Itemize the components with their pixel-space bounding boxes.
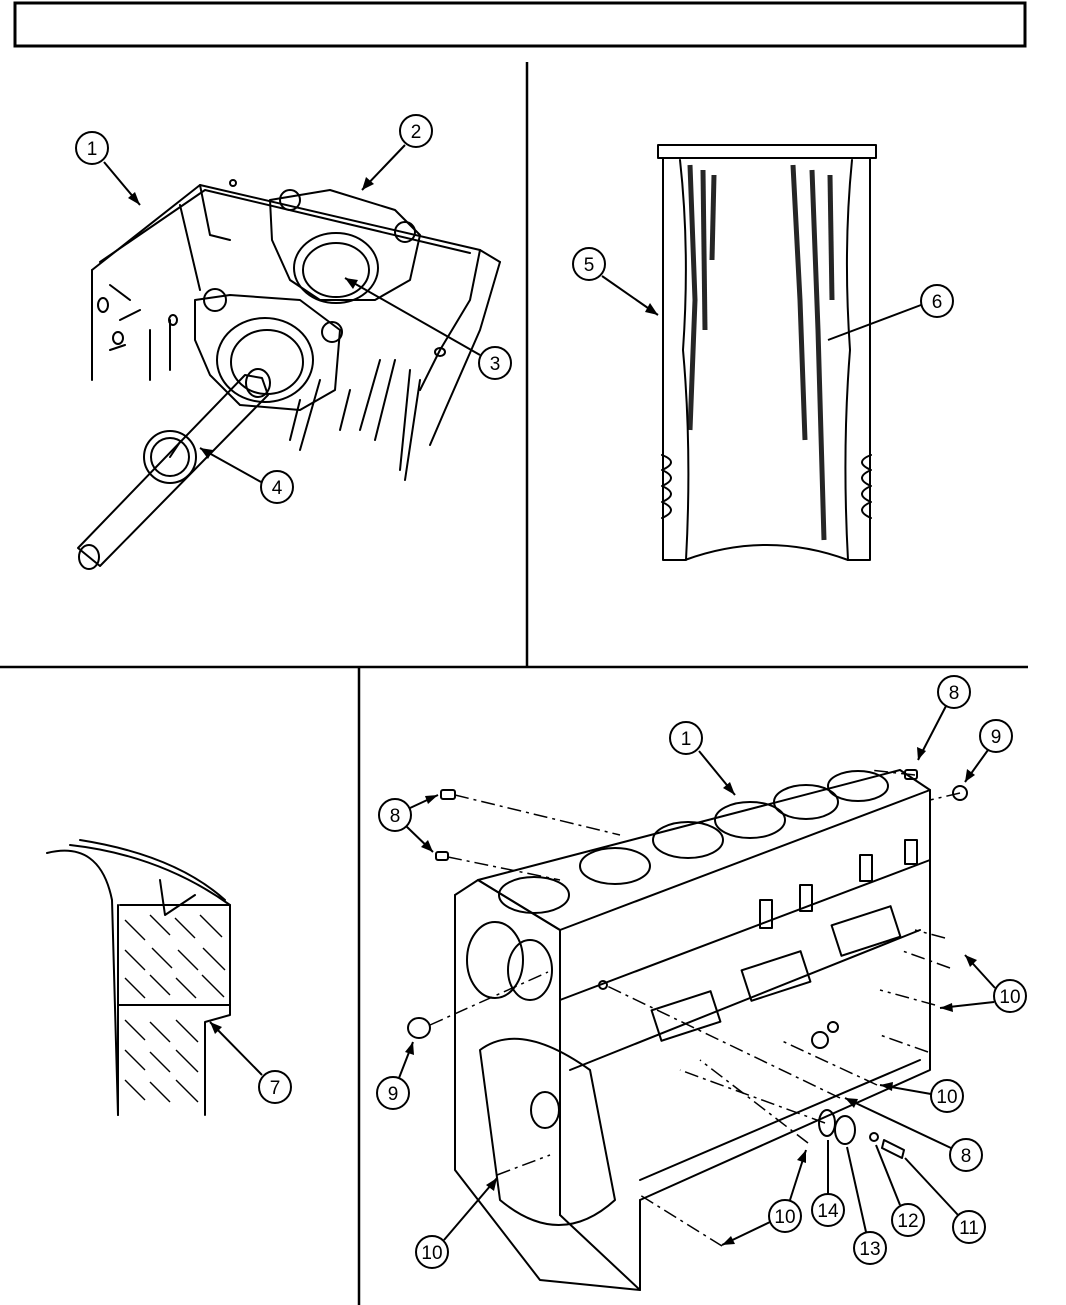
callout-5: 5: [573, 248, 658, 315]
svg-text:1: 1: [87, 139, 98, 160]
svg-text:6: 6: [932, 292, 943, 313]
svg-text:14: 14: [817, 1201, 839, 1222]
cylinder-block-drawing: [408, 770, 967, 1290]
callout-2: 2: [362, 115, 432, 190]
section-hatching: [125, 915, 225, 1102]
callout-10-right: 10: [940, 955, 1026, 1012]
callout-1: 1: [76, 132, 140, 205]
callout-9-left: 9: [377, 1042, 414, 1109]
svg-text:8: 8: [949, 683, 960, 704]
svg-text:5: 5: [584, 255, 595, 276]
callout-8-top: 8: [917, 676, 970, 760]
callout-4: 4: [200, 448, 293, 503]
liner-shading: [690, 165, 832, 540]
svg-text:2: 2: [411, 122, 422, 143]
callout-10-mid: 10: [880, 1080, 963, 1112]
svg-text:10: 10: [999, 987, 1020, 1008]
svg-text:7: 7: [270, 1078, 281, 1099]
callout-1-block: 1: [670, 722, 735, 795]
callout-8-bottom: 8: [845, 1098, 982, 1171]
svg-text:10: 10: [774, 1207, 795, 1228]
header-box: [15, 3, 1025, 46]
panel-dividers: [0, 62, 1028, 1305]
svg-text:4: 4: [272, 478, 283, 499]
svg-text:9: 9: [388, 1084, 399, 1105]
callout-13: 13: [847, 1147, 886, 1264]
callout-10-bottom-left: 10: [416, 1178, 497, 1268]
svg-text:10: 10: [936, 1087, 957, 1108]
callout-10-lower-mid: 10: [722, 1150, 806, 1245]
callout-8-left: 8: [379, 795, 438, 852]
svg-text:12: 12: [897, 1211, 918, 1232]
svg-text:13: 13: [859, 1239, 880, 1260]
svg-text:3: 3: [490, 354, 501, 375]
panel-liner-seat-section: 7: [47, 840, 291, 1115]
cylinder-block-partial-drawing: [78, 180, 500, 569]
panel-bore-check: 1 2 3 4: [76, 115, 511, 569]
liner-seat-section-drawing: [47, 840, 230, 1115]
svg-text:8: 8: [390, 806, 401, 827]
svg-text:9: 9: [991, 727, 1002, 748]
svg-text:11: 11: [959, 1218, 979, 1239]
svg-text:1: 1: [681, 729, 692, 750]
callout-7: 7: [210, 1022, 291, 1103]
panel-cylinder-liner: 5 6: [573, 145, 953, 560]
svg-text:8: 8: [961, 1146, 972, 1167]
callout-9-right: 9: [965, 720, 1012, 782]
callout-12: 12: [876, 1145, 924, 1236]
callout-14: 14: [812, 1140, 844, 1226]
panel-cylinder-block-exploded: 8 9 1 8 10: [377, 676, 1026, 1290]
callout-3: 3: [345, 278, 511, 379]
svg-text:10: 10: [421, 1243, 442, 1264]
